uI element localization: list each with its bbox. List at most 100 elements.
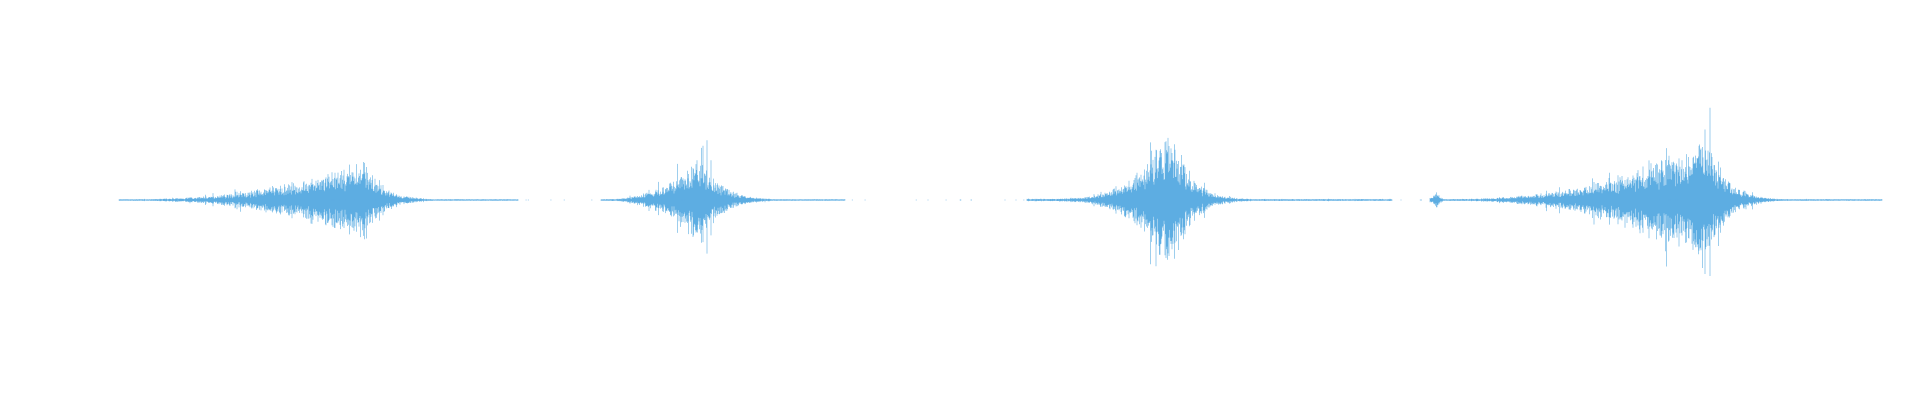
noise-dot (1420, 199, 1422, 201)
noise-dot (299, 199, 302, 201)
noise-dot (1334, 199, 1336, 201)
click-4-trace (1429, 192, 1445, 208)
noise-dot (1815, 199, 1817, 201)
waveform-bars (118, 107, 1883, 276)
noise-dot (1004, 199, 1006, 201)
noise-dot (1038, 199, 1040, 201)
noise-dot (262, 199, 264, 201)
noise-dot (733, 199, 735, 201)
noise-dot (661, 199, 663, 201)
noise-dot (960, 199, 962, 201)
noise-dot (525, 199, 527, 201)
noise-dot (851, 199, 853, 201)
noise-dot (1261, 199, 1263, 201)
noise-dot (280, 199, 282, 201)
noise-dot (915, 199, 917, 201)
sound-burst-1 (118, 162, 519, 240)
noise-dot (1571, 199, 1573, 201)
click-4 (1429, 192, 1445, 208)
noise-dot (1747, 199, 1749, 201)
sound-burst-2 (600, 140, 846, 254)
noise-dot (1755, 199, 1757, 201)
noise-dot (1843, 199, 1845, 201)
noise-dot (745, 199, 747, 201)
noise-dot (217, 199, 220, 201)
noise-dot (970, 199, 972, 201)
noise-dot (504, 199, 506, 201)
noise-dot (1764, 199, 1766, 201)
noise-dot (190, 199, 192, 201)
noise-dot (1034, 199, 1036, 201)
noise-dot (1691, 199, 1693, 201)
noise-dot (374, 199, 376, 201)
noise-dot (527, 199, 529, 201)
noise-dot (187, 199, 190, 201)
noise-dot (673, 199, 675, 201)
noise-dot (715, 199, 717, 201)
noise-dot (411, 199, 413, 201)
noise-dot (508, 199, 510, 201)
noise-dot (303, 199, 305, 201)
noise-dot (145, 199, 147, 201)
noise-dot (1419, 199, 1421, 201)
noise-dot (147, 199, 149, 201)
noise-dot (136, 199, 138, 201)
noise-dot (1659, 199, 1661, 201)
noise-dot (1259, 199, 1261, 201)
noise-dot (722, 199, 724, 201)
noise-dot (1440, 199, 1442, 201)
sound-burst-5-trace (1443, 107, 1883, 276)
noise-dot (1158, 199, 1161, 201)
noise-dot (1668, 199, 1670, 201)
noise-dot (449, 199, 451, 201)
noise-dot (774, 199, 776, 201)
sound-burst-1-trace (118, 162, 519, 240)
noise-dot (1474, 199, 1476, 201)
noise-dot (462, 199, 464, 201)
noise-dot (354, 199, 356, 201)
noise-floor (119, 199, 1866, 201)
noise-dot (1829, 199, 1832, 201)
noise-dot (1213, 199, 1215, 201)
noise-dot (1832, 199, 1834, 201)
noise-dot (1015, 199, 1017, 201)
noise-dot (864, 199, 866, 201)
noise-dot (1023, 199, 1025, 201)
noise-dot (605, 199, 607, 201)
noise-dot (1322, 199, 1324, 201)
sound-burst-3-trace (1026, 137, 1393, 267)
noise-dot (1845, 199, 1847, 201)
noise-dot (453, 199, 455, 201)
noise-dot (1181, 199, 1183, 201)
noise-dot (602, 199, 605, 201)
noise-dot (1449, 199, 1451, 201)
noise-dot (1564, 199, 1566, 201)
noise-dot (1795, 199, 1798, 201)
noise-dot (506, 199, 508, 201)
noise-dot (1674, 199, 1676, 201)
noise-dot (660, 199, 662, 201)
noise-dot (550, 199, 552, 201)
noise-dot (1515, 199, 1517, 201)
noise-dot (591, 199, 593, 201)
noise-dot (1084, 199, 1086, 201)
noise-dot (458, 199, 460, 201)
noise-dot (1124, 199, 1126, 201)
noise-dot (1833, 199, 1835, 201)
noise-dot (1307, 199, 1309, 201)
noise-dot (197, 199, 199, 201)
noise-dot (1216, 199, 1218, 201)
noise-dot (617, 199, 619, 201)
noise-dot (1521, 199, 1523, 201)
noise-dot (681, 199, 683, 201)
noise-dot (1119, 199, 1121, 201)
noise-dot (1222, 199, 1224, 201)
noise-dot (1269, 199, 1271, 201)
noise-dot (255, 199, 257, 201)
noise-dot (1285, 199, 1287, 201)
noise-dot (1106, 199, 1108, 201)
noise-dot (834, 199, 837, 201)
noise-dot (945, 199, 947, 201)
noise-dot (1379, 199, 1381, 201)
